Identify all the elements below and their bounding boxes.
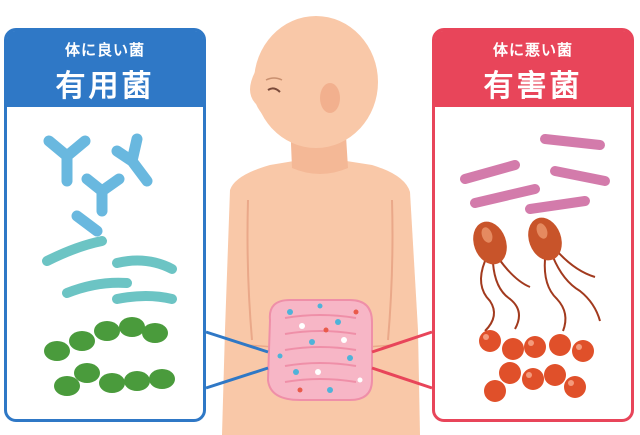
y-shaped-bacteria-icon — [43, 133, 153, 237]
rod-bacteria-icon — [42, 236, 177, 304]
good-panel-header: 体に良い菌 有用菌 — [7, 31, 203, 107]
cocci-cluster-icon — [44, 317, 175, 396]
flagellated-bacteria-icon — [473, 217, 601, 332]
cocci-cluster-icon — [479, 330, 594, 402]
good-bacteria-art — [42, 133, 177, 396]
intestine-icon — [266, 299, 373, 401]
rod-bacteria-icon — [460, 134, 610, 214]
bad-panel-header: 体に悪い菌 有害菌 — [435, 31, 631, 107]
bad-bacteria-panel: 体に悪い菌 有害菌 — [432, 28, 634, 422]
good-panel-subtitle: 体に良い菌 — [64, 41, 145, 59]
bad-bacteria-art — [460, 134, 610, 402]
good-bacteria-panel: 体に良い菌 有用菌 — [4, 28, 206, 422]
bad-panel-subtitle: 体に悪い菌 — [492, 41, 573, 59]
good-panel-title: 有用菌 — [55, 69, 155, 104]
bad-panel-title: 有害菌 — [483, 69, 583, 104]
